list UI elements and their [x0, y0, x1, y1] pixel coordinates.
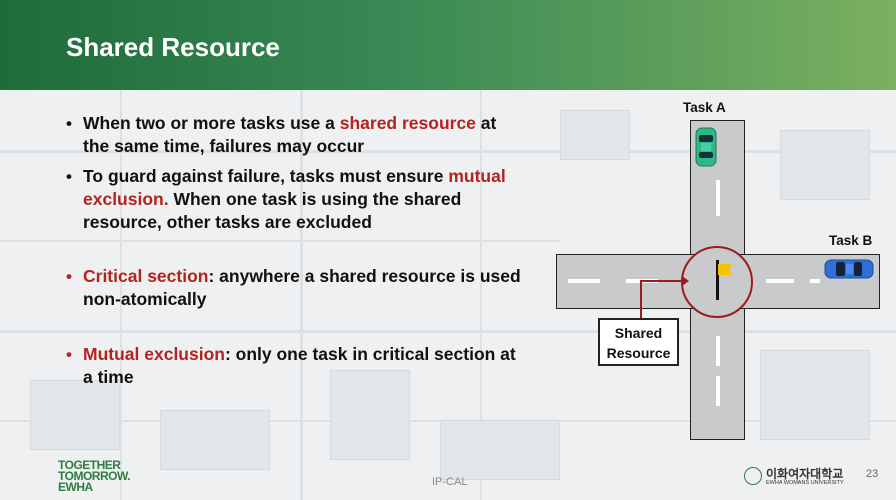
- bullet-list: • When two or more tasks use a shared re…: [66, 110, 526, 389]
- page-number: 23: [866, 468, 879, 480]
- flag-pole: [716, 260, 719, 300]
- term-critical-section: Critical section: [83, 266, 209, 286]
- highlight-shared-resource: shared resource: [339, 113, 476, 133]
- task-a-label: Task A: [683, 100, 726, 115]
- shared-resource-label: Shared Resource: [598, 318, 679, 366]
- bullet-mutual-exclusion-definition: • Mutual exclusion: only one task in cri…: [66, 344, 516, 387]
- footer-label: IP-CAL: [432, 476, 468, 488]
- university-name-english: EWHA WOMANS UNIVERSITY: [766, 480, 844, 486]
- bullet-mutual-exclusion-guard: • To guard against failure, tasks must e…: [66, 166, 506, 232]
- arrow-icon: [682, 276, 689, 286]
- car-a-icon: [695, 127, 717, 167]
- university-name-korean: 이화여자대학교: [766, 467, 844, 481]
- flag-icon: [718, 264, 732, 275]
- bullet-shared-resource: • When two or more tasks use a shared re…: [66, 113, 497, 156]
- car-b-icon: [824, 259, 874, 279]
- highlight-mutual-exclusion: mutual exclusion.: [83, 166, 506, 209]
- title-bar: Shared Resource: [0, 0, 896, 90]
- task-b-label: Task B: [829, 233, 873, 248]
- intersection-diagram: Task A Task B Shared Resource: [556, 96, 886, 446]
- term-mutual-exclusion: Mutual exclusion: [83, 344, 225, 364]
- emblem-icon: [744, 467, 762, 485]
- together-tomorrow-logo: TOGETHER TOMORROW. EWHA: [58, 458, 130, 494]
- slide-title: Shared Resource: [66, 32, 280, 62]
- bullet-critical-section: • Critical section: anywhere a shared re…: [66, 266, 521, 309]
